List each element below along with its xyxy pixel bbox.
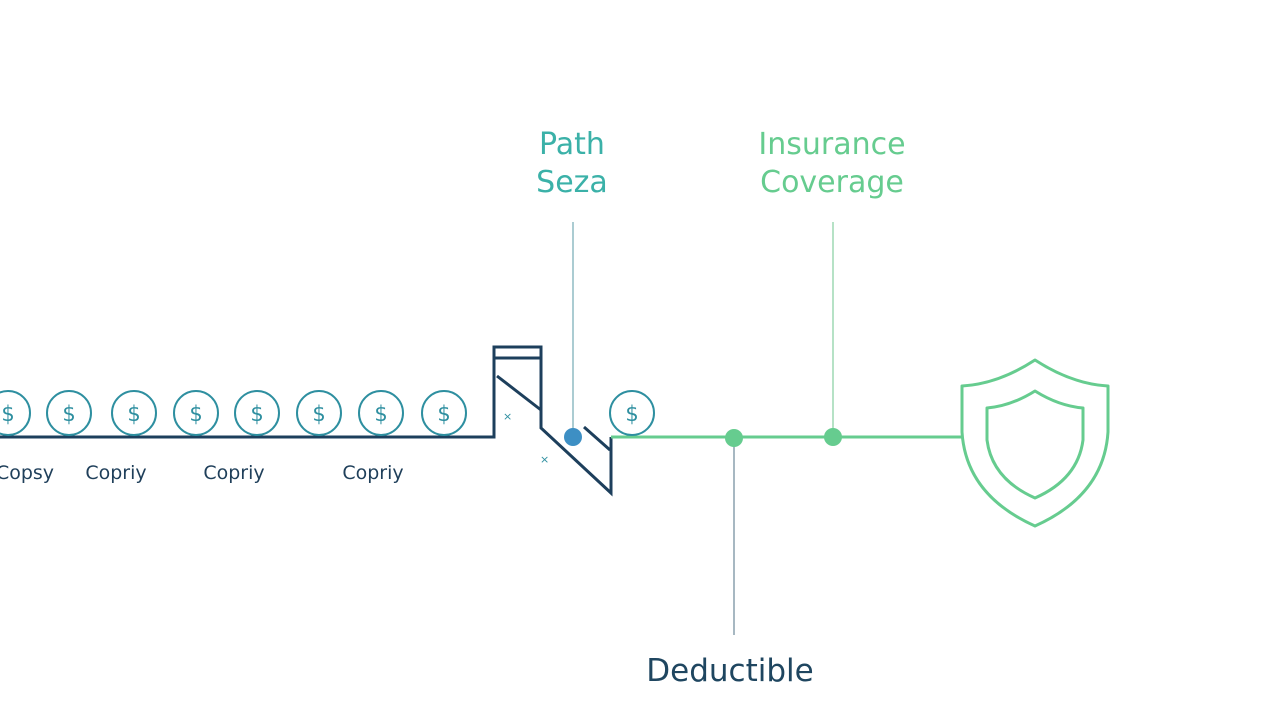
dollar-sign: $ bbox=[625, 402, 638, 426]
dollar-sign: $ bbox=[312, 402, 325, 426]
path-label-line-2: Seza bbox=[536, 165, 608, 201]
step-mark-lower: × bbox=[540, 453, 549, 466]
path-label: Path Seza bbox=[512, 126, 632, 203]
dollar-sign: $ bbox=[189, 402, 202, 426]
insurance-label-line-1: Insurance bbox=[758, 127, 906, 162]
path-label-line-1: Path bbox=[539, 127, 605, 162]
deductible-dot bbox=[725, 429, 743, 447]
dollar-sign: $ bbox=[250, 402, 263, 426]
dollar-sign: $ bbox=[62, 402, 75, 426]
deductible-label: Deductible bbox=[646, 653, 814, 689]
shield-icon bbox=[960, 358, 1110, 528]
step-mark-upper: × bbox=[503, 410, 512, 423]
dollar-coin-icon: $ bbox=[234, 390, 280, 436]
insurance-dot bbox=[824, 428, 842, 446]
copay-label: Copriy bbox=[342, 462, 404, 484]
dollar-coin-icon: $ bbox=[173, 390, 219, 436]
dollar-sign: $ bbox=[437, 402, 450, 426]
copay-label: Copriy bbox=[85, 462, 147, 484]
dollar-coin-icon: $ bbox=[358, 390, 404, 436]
dollar-sign: $ bbox=[374, 402, 387, 426]
coin-row: $ $ $ $ $ $ $ $ $ bbox=[0, 390, 655, 436]
dollar-sign: $ bbox=[127, 402, 140, 426]
dollar-coin-icon: $ bbox=[0, 390, 31, 436]
step-diagonal bbox=[496, 374, 542, 412]
dollar-coin-icon: $ bbox=[421, 390, 467, 436]
copay-label: Copsy bbox=[0, 462, 55, 484]
dollar-coin-icon: $ bbox=[609, 390, 655, 436]
step-short-slash bbox=[583, 425, 611, 452]
dollar-coin-icon: $ bbox=[296, 390, 342, 436]
copay-label: Copriy bbox=[203, 462, 265, 484]
dollar-sign: $ bbox=[1, 402, 14, 426]
insurance-label-line-2: Coverage bbox=[760, 165, 904, 201]
out-of-pocket-line bbox=[0, 345, 613, 497]
insurance-coverage-label: Insurance Coverage bbox=[722, 126, 942, 203]
dollar-coin-icon: $ bbox=[46, 390, 92, 436]
dollar-coin-icon: $ bbox=[111, 390, 157, 436]
path-dot bbox=[564, 428, 582, 446]
